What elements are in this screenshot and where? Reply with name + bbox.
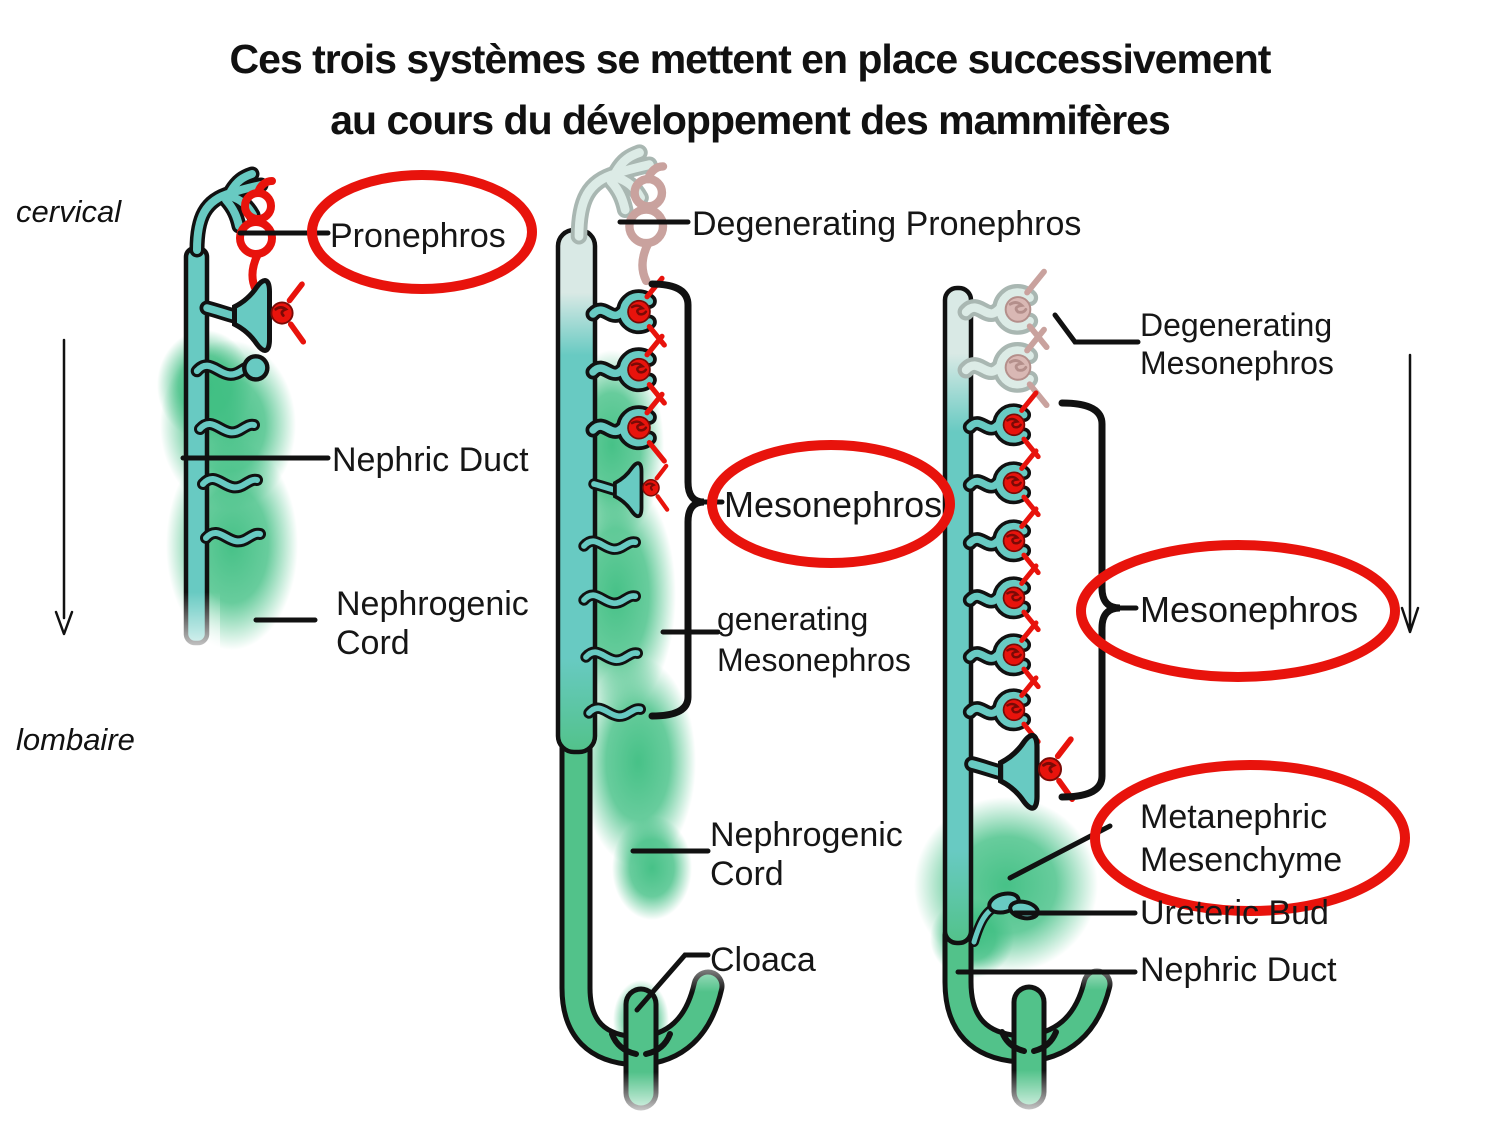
label-nephric-duct-3: Nephric Duct [1140, 951, 1337, 989]
cloaca-junction [1031, 1029, 1059, 1054]
right-side-arrow [1400, 353, 1420, 634]
title-line-2: au cours du développement des mammifères [330, 97, 1171, 143]
label-line: generating [717, 601, 869, 637]
degenerating-mesonephric-tubule [966, 272, 1047, 347]
red-circle-mesonephros-2 [707, 440, 955, 568]
mesonephric-tubule [970, 393, 1038, 457]
mesonephric-tubule [970, 451, 1038, 515]
label-mesonephros-3: Mesonephros [1140, 589, 1359, 630]
mesonephric-tubule [970, 678, 1038, 742]
label-generating-mesonephros: generating Mesonephros [717, 599, 911, 681]
cloaca-fadeout [605, 1072, 679, 1122]
label-nephric-duct-1: Nephric Duct [332, 441, 529, 479]
cloaca-junction [999, 1029, 1027, 1054]
stage3-metanephros-panel [914, 272, 1122, 1122]
label-nephrogenic-cord-1: Nephrogenic Cord [336, 585, 529, 663]
label-degenerating-mesonephros: Degenerating Mesonephros [1140, 306, 1334, 382]
duct-fadeout [176, 592, 220, 664]
funnel-tubule [972, 735, 1072, 808]
label-ureteric-bud: Ureteric Bud [1140, 894, 1329, 932]
red-circle-metanephric-mesenchyme [1090, 760, 1410, 916]
label-line: Nephrogenic [710, 816, 903, 854]
label-line: Cord [336, 624, 410, 662]
red-circle-mesonephros-3 [1076, 540, 1400, 682]
red-circle-pronephros [307, 170, 537, 294]
label-line: Cord [710, 855, 784, 893]
label-degenerating-pronephros: Degenerating Pronephros [692, 205, 1082, 243]
mesonephric-tubule [593, 278, 664, 345]
label-line: Mesonephros [1140, 345, 1334, 381]
mesonephric-tubule [970, 566, 1038, 630]
cloaca-junction [643, 1031, 673, 1057]
cloaca-fadeout [995, 1070, 1065, 1122]
pronephros-branches [197, 174, 261, 250]
label-line: Degenerating [1140, 307, 1333, 343]
leader-cloaca [634, 952, 711, 1013]
stage1-pronephros-panel [157, 174, 303, 664]
label-line: Mesonephros [717, 642, 911, 678]
nephric-duct-stage3 [942, 285, 974, 946]
title-line-1: Ces trois systèmes se mettent en place s… [229, 36, 1272, 82]
label-nephrogenic-cord-2: Nephrogenic Cord [710, 816, 903, 894]
leader-degenerating-mesonephros [1052, 312, 1141, 345]
label-metanephric-mesenchyme: Metanephric Mesenchyme [1140, 796, 1342, 882]
label-cervical: cervical [16, 194, 122, 229]
label-line: Nephrogenic [336, 585, 529, 623]
label-line: Metanephric [1140, 798, 1328, 836]
mesonephric-tubule [970, 509, 1038, 573]
label-cloaca: Cloaca [710, 941, 816, 979]
duct-arm-fadeout [690, 944, 734, 992]
stage2-mesonephros-panel [555, 153, 734, 1122]
mesonephric-tubule [970, 623, 1038, 687]
cloaca-junction [609, 1031, 639, 1057]
annotations [54, 170, 1420, 1013]
cervical-lombaire-arrow [54, 338, 74, 636]
nephrogenic-cord-blob [612, 816, 692, 920]
duct-arm-fadeout [1082, 945, 1122, 990]
label-line: Mesenchyme [1140, 841, 1343, 879]
label-pronephros: Pronephros [330, 217, 506, 255]
label-mesonephros-2: Mesonephros [724, 484, 943, 525]
label-lombaire: lombaire [16, 722, 135, 757]
